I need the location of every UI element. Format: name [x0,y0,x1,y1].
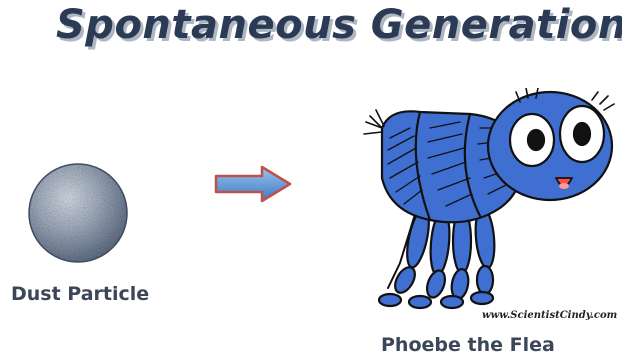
dust-particle-label: Dust Particle [11,283,149,305]
slide-title: Spontaneous Generation [56,2,622,48]
flea-illustration [360,88,622,320]
credit-watermark: www.ScientistCindy.com [482,310,617,321]
dust-particle-image [27,162,129,264]
flea-label: Phoebe the Flea [381,334,555,356]
right-arrow-icon [212,163,294,205]
